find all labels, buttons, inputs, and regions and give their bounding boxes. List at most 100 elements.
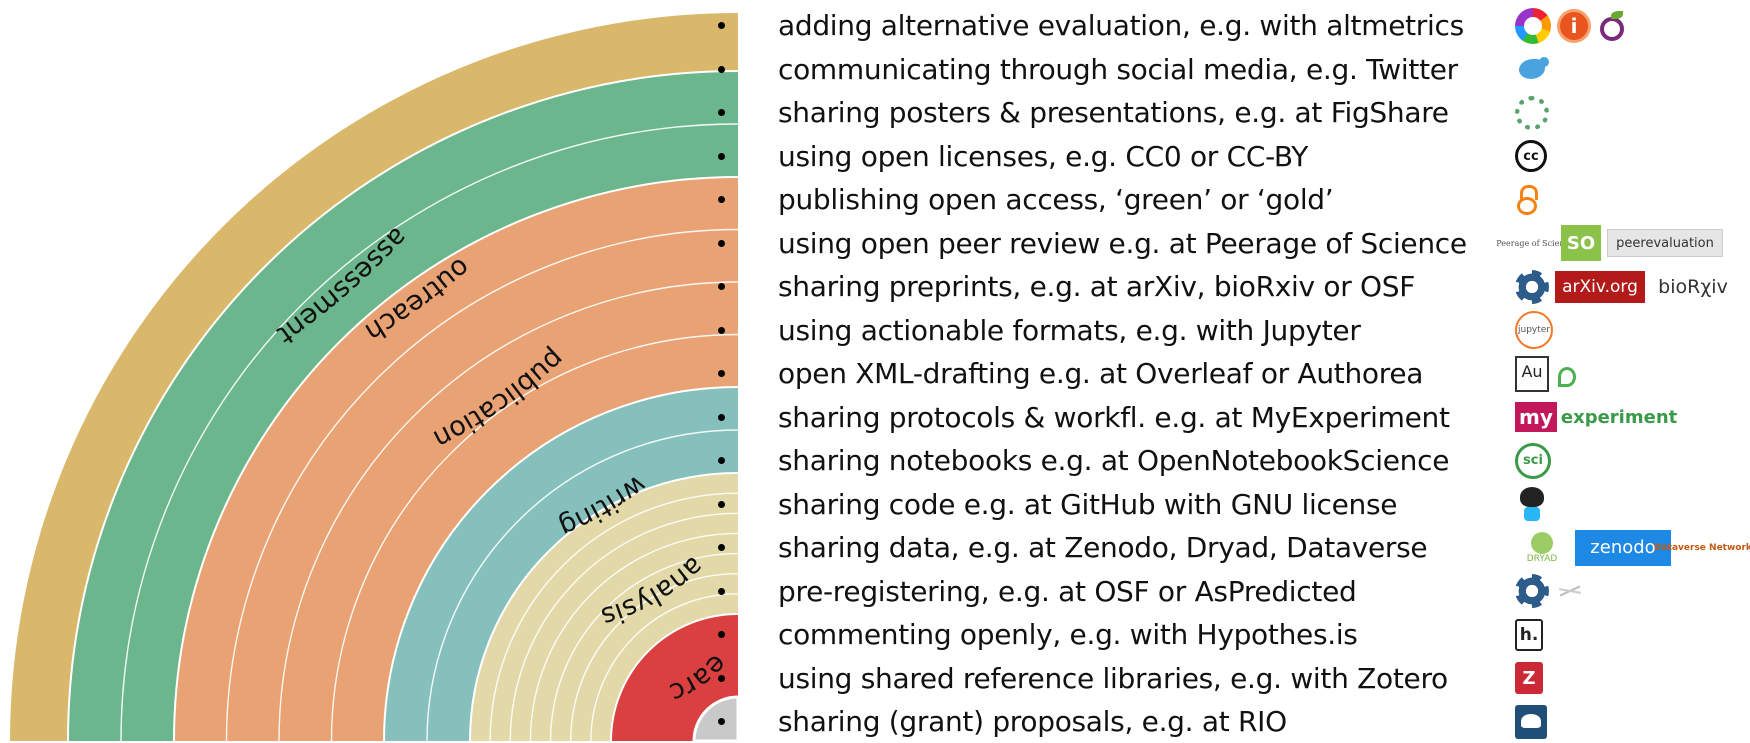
- ring-separator: [489, 492, 739, 741]
- practice-item: using shared reference libraries, e.g. w…: [718, 657, 1543, 700]
- band-boundary: [383, 386, 739, 741]
- rio-elephant-icon: [1515, 704, 1547, 739]
- center-core: [692, 695, 740, 741]
- bullet-point: [718, 718, 725, 725]
- bullet-point: [718, 413, 725, 421]
- practice-text: using open peer review e.g. at Peerage o…: [778, 226, 1467, 260]
- bullet-point: [718, 283, 725, 290]
- osf-flower-icon: [1515, 574, 1549, 608]
- practice-text: sharing protocols & workfl. e.g. at MyEx…: [778, 400, 1450, 434]
- bullet-point: [718, 544, 725, 551]
- biorxiv-logo: bioRχiv: [1658, 275, 1728, 298]
- ring-separator: [509, 512, 739, 741]
- bullet-point: [718, 500, 725, 508]
- bullet-point: [718, 152, 725, 160]
- practice-text: pre-registering, e.g. at OSF or AsPredic…: [778, 574, 1357, 608]
- practice-icons: [1515, 700, 1547, 743]
- open-access-lock-icon: [1515, 183, 1539, 217]
- practice-item: using open licenses, e.g. CC0 or CC-BY cc: [718, 135, 1547, 178]
- ring-separator: [570, 573, 739, 741]
- ring-separator: [225, 228, 739, 741]
- practice-icons: [1515, 48, 1551, 91]
- authorea-au-icon: Au: [1515, 355, 1549, 392]
- practice-item: open XML-drafting e.g. at Overleaf or Au…: [718, 352, 1576, 395]
- band-boundary: [67, 70, 739, 741]
- practice-icons: cc: [1515, 135, 1547, 178]
- bullet-point: [718, 631, 725, 638]
- aspredicted-icon: [1555, 577, 1583, 605]
- so-logo: SO: [1561, 225, 1601, 261]
- practice-item: sharing protocols & workfl. e.g. at MyEx…: [718, 396, 1677, 439]
- practice-icons: Z: [1515, 657, 1543, 700]
- figshare-icon: [1515, 95, 1549, 130]
- bullet-point: [718, 326, 725, 334]
- practice-text: sharing notebooks e.g. at OpenNotebookSc…: [778, 444, 1450, 477]
- practice-icons: Au: [1515, 352, 1581, 395]
- jupyter-icon: jupyter: [1515, 311, 1553, 349]
- research-workflow-diagram: assessmentoutreachpublicationwritinganal…: [0, 0, 740, 741]
- practice-text: communicating through social media, e.g.…: [778, 52, 1458, 86]
- osf-flower-icon: [1515, 269, 1549, 304]
- practice-text: sharing data, e.g. at Zenodo, Dryad, Dat…: [778, 531, 1428, 564]
- practice-text: publishing open access, ‘green’ or ‘gold…: [778, 183, 1334, 216]
- ring-separator: [549, 552, 739, 741]
- bullet-point: [718, 370, 725, 377]
- practice-text: sharing code e.g. at GitHub with GNU lic…: [778, 487, 1398, 521]
- practice-text: adding alternative evaluation, e.g. with…: [778, 9, 1464, 42]
- practice-item: adding alternative evaluation, e.g. with…: [718, 4, 1624, 47]
- practice-item: using open peer review e.g. at Peerage o…: [718, 222, 1723, 265]
- practice-text: using open licenses, e.g. CC0 or CC-BY: [778, 139, 1309, 173]
- practice-item: sharing data, e.g. at Zenodo, Dryad, Dat…: [718, 526, 1750, 569]
- ring-separator: [590, 593, 739, 741]
- practice-icons: [1515, 483, 1549, 526]
- ring-separator: [330, 333, 739, 741]
- zenodo-logo: zenodo: [1575, 529, 1671, 566]
- practice-text: using actionable formats, e.g. with Jupy…: [778, 313, 1361, 347]
- practice-item: sharing preprints, e.g. at arXiv, bioRxi…: [718, 265, 1728, 308]
- bullet-point: [718, 457, 725, 464]
- practice-item: sharing notebooks e.g. at OpenNotebookSc…: [718, 439, 1551, 482]
- practice-item: sharing code e.g. at GitHub with GNU lic…: [718, 483, 1544, 526]
- creative-commons-icon: cc: [1515, 140, 1547, 172]
- bullet-point: [718, 196, 725, 203]
- dataverse-logo: Dataverse Network: [1654, 542, 1750, 553]
- dryad-logo: DRYAD: [1515, 530, 1569, 566]
- ring-separator: [278, 281, 739, 741]
- hypothesis-h-icon: h.: [1515, 618, 1543, 651]
- practice-item: sharing posters & presentations, e.g. at…: [718, 91, 1549, 134]
- practice-item: using actionable formats, e.g. with Jupy…: [718, 309, 1553, 352]
- github-octocat-icon: [1515, 485, 1549, 523]
- bullet-point: [718, 65, 725, 73]
- arxiv-logo: arXiv.org: [1555, 270, 1645, 303]
- peerage-of-science-logo: Peerage of Science: [1496, 238, 1574, 248]
- practice-text: commenting openly, e.g. with Hypothes.is: [778, 618, 1358, 651]
- band-boundary: [469, 472, 739, 741]
- practice-text: sharing posters & presentations, e.g. at…: [778, 96, 1449, 129]
- practice-item: publishing open access, ‘green’ or ‘gold…: [718, 178, 1538, 221]
- overleaf-leaf-icon: [1555, 357, 1581, 391]
- practice-icons: arXiv.org bioRχiv: [1515, 265, 1735, 308]
- practice-icons: i: [1515, 4, 1627, 47]
- practice-item: sharing (grant) proposals, e.g. at RIO: [718, 700, 1547, 743]
- practice-icons: jupyter: [1515, 309, 1553, 352]
- bullet-point: [718, 239, 725, 247]
- peerevaluation-logo: peerevaluation: [1607, 229, 1723, 257]
- bullet-point: [718, 22, 725, 29]
- bullet-point: [718, 674, 725, 682]
- practice-icons: [1515, 178, 1539, 221]
- ring-separator: [529, 532, 739, 741]
- practice-icons: [1515, 570, 1583, 613]
- altmetric-donut-icon: [1515, 7, 1551, 44]
- practice-icons: h.: [1515, 613, 1543, 656]
- zotero-z-icon: Z: [1515, 662, 1543, 694]
- impactstory-info-icon: i: [1557, 8, 1591, 43]
- ring-bands: [10, 13, 740, 741]
- plumx-fruit-icon: [1597, 9, 1627, 43]
- twitter-bird-icon: [1515, 55, 1551, 83]
- practice-text: using shared reference libraries, e.g. w…: [778, 661, 1448, 695]
- bullet-point: [718, 109, 725, 116]
